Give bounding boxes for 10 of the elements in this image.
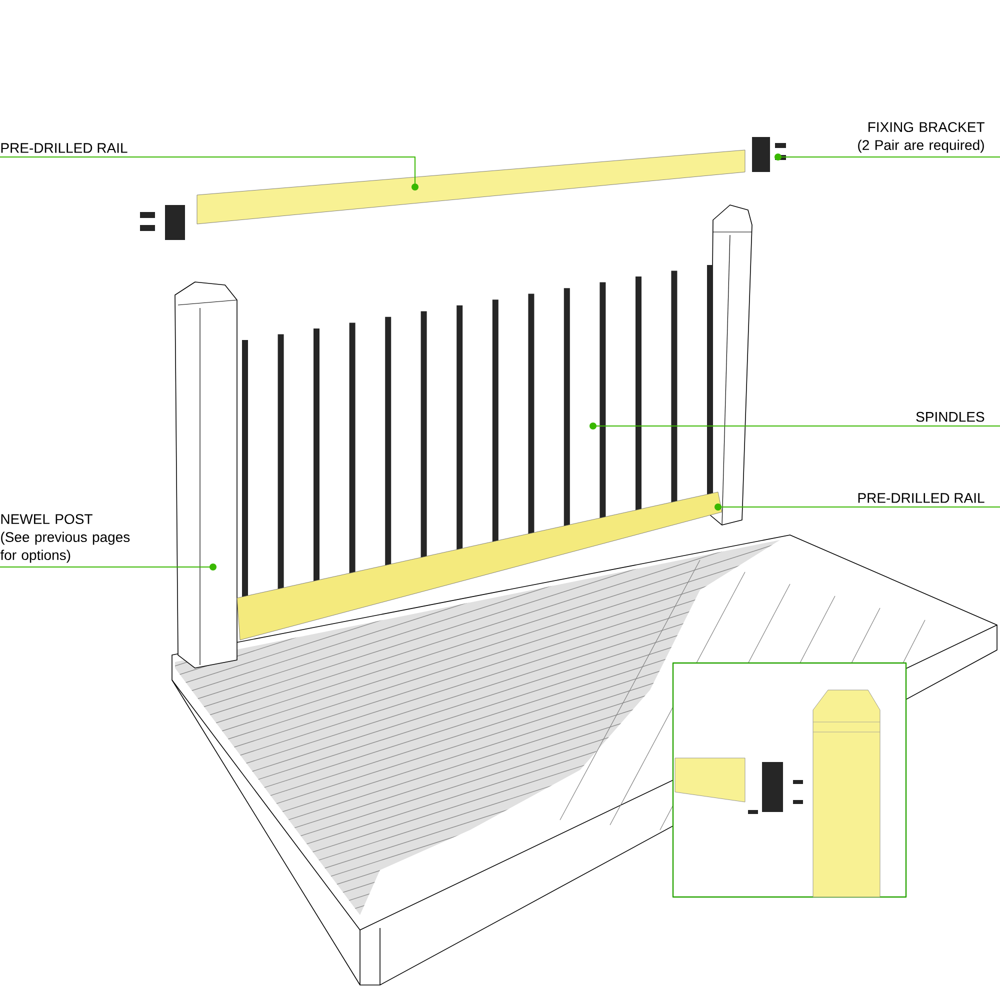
leader-line	[714, 504, 1000, 510]
leader-line	[0, 564, 216, 570]
callout-label: PRE-DRILLED RAIL	[1, 143, 128, 153]
callout-label: PRE-DRILLED RAIL	[858, 493, 984, 503]
leader-line	[590, 422, 1000, 430]
callout-label: FIXING BRACKET (2 Pair are required)	[858, 122, 984, 153]
leader-line	[774, 154, 1000, 160]
leader-line	[0, 156, 418, 190]
callout-label: NEWEL POST (See previous pages for options)	[0, 514, 130, 563]
callout-label: SPINDLES	[916, 412, 984, 422]
